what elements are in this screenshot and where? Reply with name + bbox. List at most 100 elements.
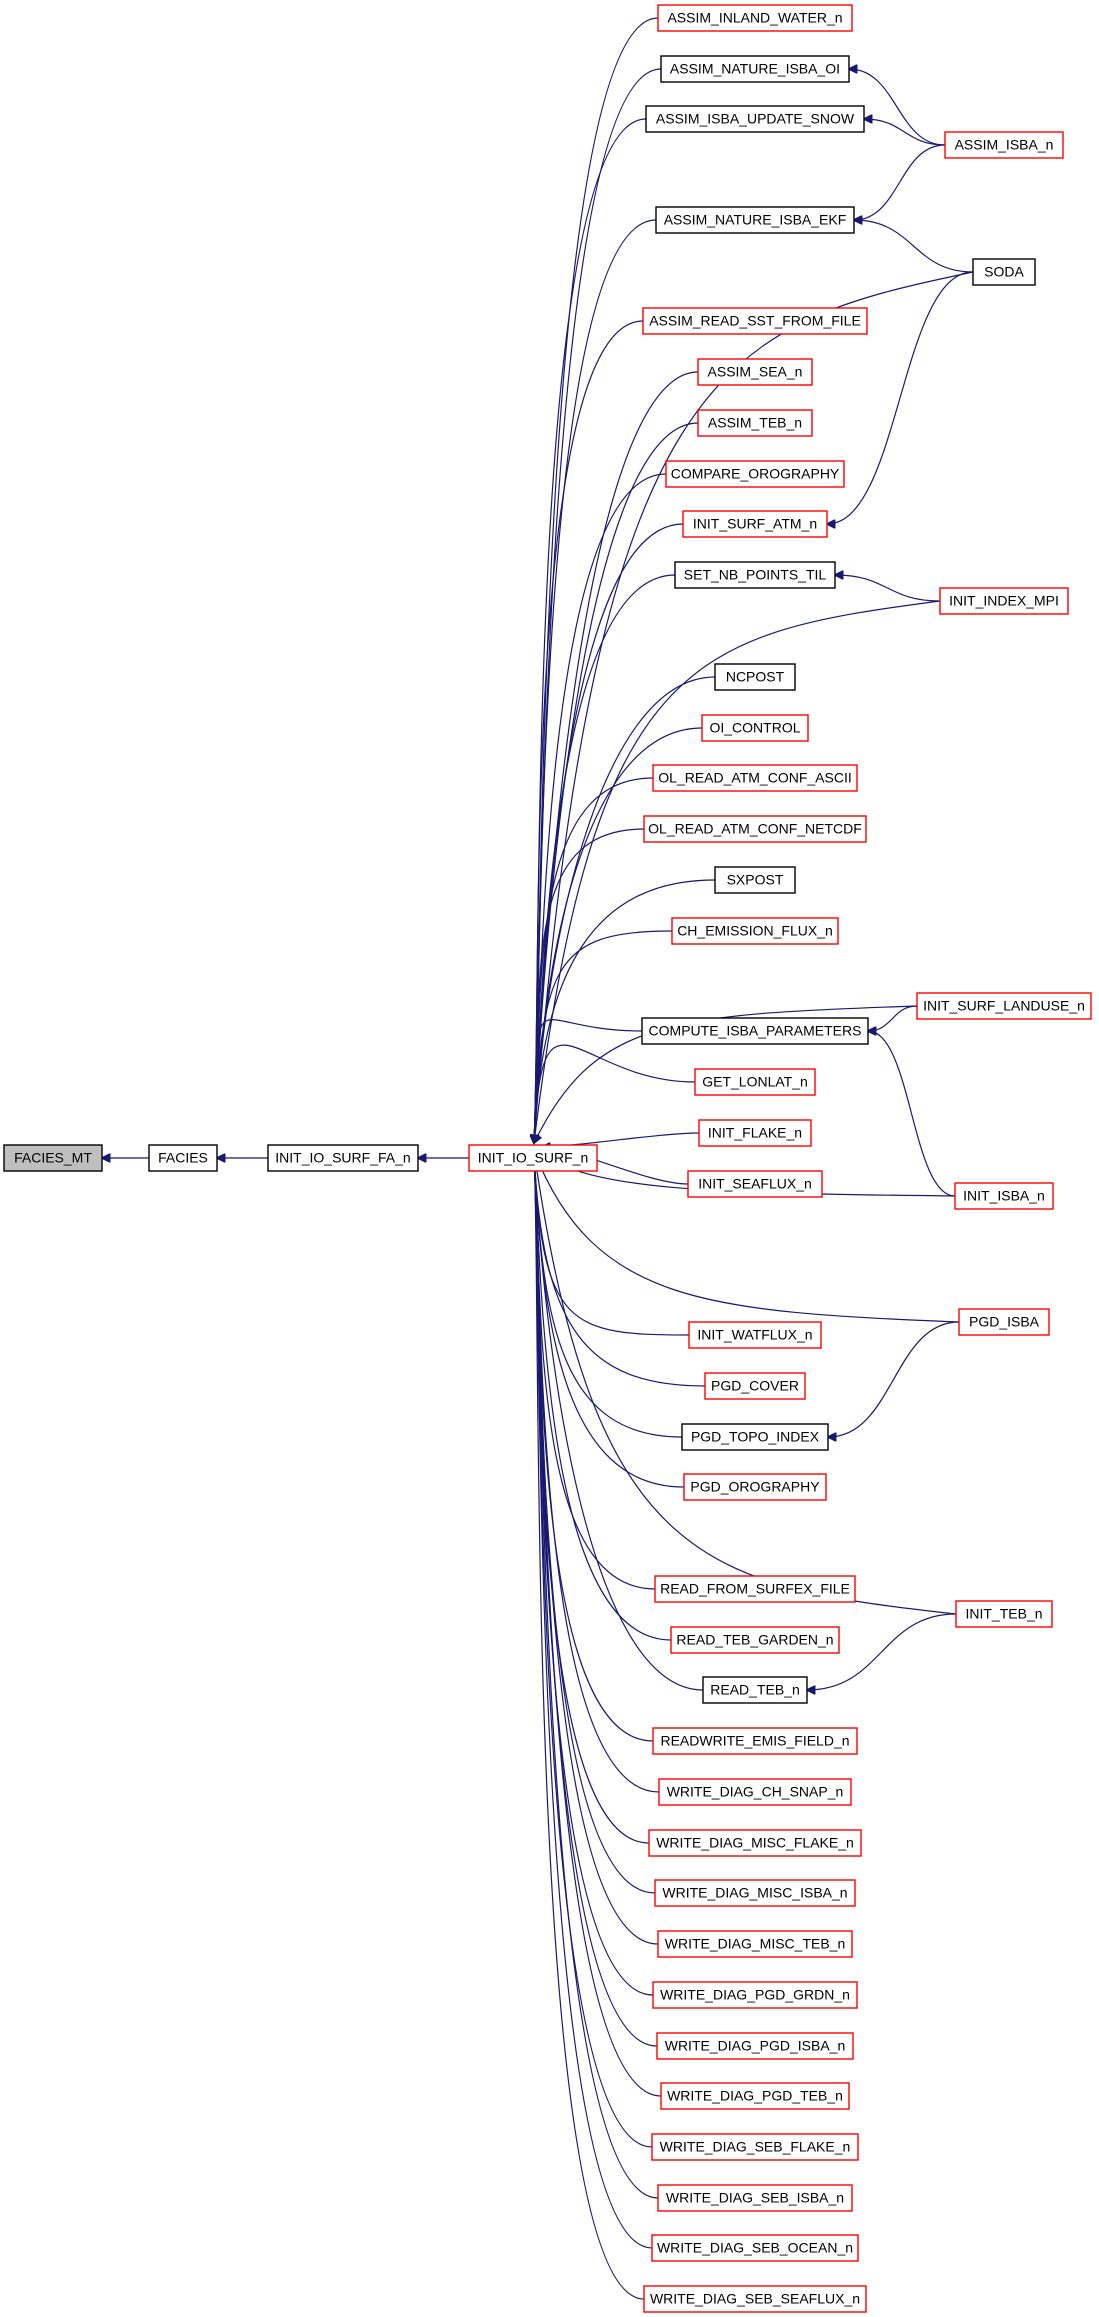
node-label: READ_TEB_n bbox=[710, 1682, 799, 1698]
node-write-diag-pgd-grdn-n[interactable]: WRITE_DIAG_PGD_GRDN_n bbox=[652, 1981, 858, 2009]
node-box bbox=[3, 1144, 103, 1172]
node-label: ASSIM_INLAND_WATER_n bbox=[667, 10, 842, 26]
node-facies-mt[interactable]: FACIES_MT bbox=[3, 1144, 103, 1172]
node-assim-nature-isba-ekf[interactable]: ASSIM_NATURE_ISBA_EKF bbox=[655, 206, 855, 234]
node-pgd-cover[interactable]: PGD_COVER bbox=[704, 1372, 806, 1400]
node-ol-read-atm-conf-ascii[interactable]: OL_READ_ATM_CONF_ASCII bbox=[652, 764, 858, 792]
node-label: ASSIM_SEA_n bbox=[708, 364, 803, 380]
node-pgd-isba[interactable]: PGD_ISBA bbox=[958, 1308, 1050, 1336]
edge-oi_control-to-init-io-surf-n bbox=[534, 727, 703, 1143]
node-write-diag-seb-seaflux-n[interactable]: WRITE_DIAG_SEB_SEAFLUX_n bbox=[643, 2285, 867, 2313]
node-label: ASSIM_TEB_n bbox=[708, 415, 802, 431]
node-ncpost[interactable]: NCPOST bbox=[714, 663, 796, 691]
node-box bbox=[660, 2082, 850, 2110]
node-box bbox=[701, 714, 809, 742]
node-box bbox=[954, 1182, 1054, 1210]
edge-init_isba_n-to-compute_isba_parameters bbox=[868, 1031, 956, 1197]
node-box bbox=[681, 1423, 829, 1451]
edge-init_watflux_n-to-init-io-surf-n bbox=[534, 1151, 690, 1336]
node-write-diag-misc-flake-n[interactable]: WRITE_DIAG_MISC_FLAKE_n bbox=[648, 1829, 862, 1857]
node-box bbox=[654, 1879, 856, 1907]
node-read-teb-n[interactable]: READ_TEB_n bbox=[702, 1676, 808, 1704]
node-write-diag-seb-isba-n[interactable]: WRITE_DIAG_SEB_ISBA_n bbox=[657, 2184, 853, 2212]
node-assim-isba-n[interactable]: ASSIM_ISBA_n bbox=[944, 131, 1064, 159]
node-box bbox=[468, 1144, 598, 1172]
node-write-diag-seb-flake-n[interactable]: WRITE_DIAG_SEB_FLAKE_n bbox=[651, 2133, 859, 2161]
node-box bbox=[682, 510, 828, 538]
node-assim-inland-water-n[interactable]: ASSIM_INLAND_WATER_n bbox=[657, 4, 853, 32]
node-write-diag-ch-snap-n[interactable]: WRITE_DIAG_CH_SNAP_n bbox=[658, 1778, 852, 1806]
node-init-io-surf-n[interactable]: INIT_IO_SURF_n bbox=[468, 1144, 598, 1172]
node-label: WRITE_DIAG_CH_SNAP_n bbox=[667, 1784, 844, 1800]
edge-assim_nature_isba_oi-to-init-io-surf-n bbox=[534, 68, 662, 1143]
node-pgd-topo-index[interactable]: PGD_TOPO_INDEX bbox=[681, 1423, 829, 1451]
node-read-from-surfex-file[interactable]: READ_FROM_SURFEX_FILE bbox=[654, 1575, 856, 1603]
node-box bbox=[688, 1321, 822, 1349]
edge-ch_emission_flux_n-to-init-io-surf-n bbox=[534, 930, 673, 1143]
node-read-teb-garden-n[interactable]: READ_TEB_GARDEN_n bbox=[670, 1626, 840, 1654]
node-box bbox=[652, 764, 858, 792]
node-soda[interactable]: SODA bbox=[972, 258, 1036, 286]
node-box bbox=[687, 1170, 823, 1198]
node-box bbox=[714, 663, 796, 691]
node-set-nb-points-til[interactable]: SET_NB_POINTS_TIL bbox=[674, 561, 836, 589]
node-assim-isba-update-snow[interactable]: ASSIM_ISBA_UPDATE_SNOW bbox=[645, 105, 865, 133]
node-write-diag-pgd-isba-n[interactable]: WRITE_DIAG_PGD_ISBA_n bbox=[656, 2032, 854, 2060]
node-box bbox=[939, 587, 1069, 615]
node-box bbox=[267, 1144, 419, 1172]
node-box bbox=[670, 1626, 840, 1654]
node-init-io-surf-fa-n[interactable]: INIT_IO_SURF_FA_n bbox=[267, 1144, 419, 1172]
node-init-index-mpi[interactable]: INIT_INDEX_MPI bbox=[939, 587, 1069, 615]
node-facies[interactable]: FACIES bbox=[148, 1144, 218, 1172]
node-write-diag-misc-isba-n[interactable]: WRITE_DIAG_MISC_ISBA_n bbox=[654, 1879, 856, 1907]
node-box bbox=[643, 815, 867, 843]
node-init-teb-n[interactable]: INIT_TEB_n bbox=[955, 1600, 1053, 1628]
node-write-diag-pgd-teb-n[interactable]: WRITE_DIAG_PGD_TEB_n bbox=[660, 2082, 850, 2110]
node-box bbox=[665, 460, 845, 488]
node-label: OL_READ_ATM_CONF_NETCDF bbox=[648, 821, 862, 837]
node-init-watflux-n[interactable]: INIT_WATFLUX_n bbox=[688, 1321, 822, 1349]
node-init-surf-landuse-n[interactable]: INIT_SURF_LANDUSE_n bbox=[916, 992, 1092, 1020]
node-box bbox=[652, 1727, 858, 1755]
node-init-flake-n[interactable]: INIT_FLAKE_n bbox=[698, 1119, 812, 1147]
edge-read_teb_garden_n-to-init-io-surf-n bbox=[534, 1151, 672, 1641]
node-init-seaflux-n[interactable]: INIT_SEAFLUX_n bbox=[687, 1170, 823, 1198]
node-box bbox=[645, 105, 865, 133]
node-label: WRITE_DIAG_SEB_OCEAN_n bbox=[657, 2240, 853, 2256]
node-init-surf-atm-n[interactable]: INIT_SURF_ATM_n bbox=[682, 510, 828, 538]
edge-compute_isba_parameters-to-init-io-surf-n bbox=[534, 1019, 643, 1143]
node-init-isba-n[interactable]: INIT_ISBA_n bbox=[954, 1182, 1054, 1210]
node-ol-read-atm-conf-netcdf[interactable]: OL_READ_ATM_CONF_NETCDF bbox=[643, 815, 867, 843]
node-label: WRITE_DIAG_PGD_GRDN_n bbox=[660, 1987, 850, 2003]
edge-get_lonlat_n-to-init-io-surf-n bbox=[534, 1044, 696, 1143]
node-label: INIT_WATFLUX_n bbox=[697, 1327, 812, 1343]
node-write-diag-misc-teb-n[interactable]: WRITE_DIAG_MISC_TEB_n bbox=[657, 1930, 853, 1958]
node-box bbox=[694, 1068, 816, 1096]
node-ch-emission-flux-n[interactable]: CH_EMISSION_FLUX_n bbox=[671, 917, 839, 945]
node-assim-read-sst-from-file[interactable]: ASSIM_READ_SST_FROM_FILE bbox=[642, 307, 868, 335]
node-compare-orography[interactable]: COMPARE_OROGRAPHY bbox=[665, 460, 845, 488]
node-label: WRITE_DIAG_SEB_SEAFLUX_n bbox=[650, 2291, 860, 2307]
node-box bbox=[651, 2234, 859, 2262]
node-assim-teb-n[interactable]: ASSIM_TEB_n bbox=[697, 409, 813, 437]
node-write-diag-seb-ocean-n[interactable]: WRITE_DIAG_SEB_OCEAN_n bbox=[651, 2234, 859, 2262]
edge-ncpost-to-init-io-surf-n bbox=[534, 676, 716, 1143]
node-label: INIT_IO_SURF_n bbox=[478, 1150, 588, 1166]
node-label: WRITE_DIAG_PGD_ISBA_n bbox=[665, 2038, 846, 2054]
node-pgd-orography[interactable]: PGD_OROGRAPHY bbox=[683, 1473, 827, 1501]
node-compute-isba-parameters[interactable]: COMPUTE_ISBA_PARAMETERS bbox=[641, 1017, 869, 1045]
node-get-lonlat-n[interactable]: GET_LONLAT_n bbox=[694, 1068, 816, 1096]
node-assim-nature-isba-oi[interactable]: ASSIM_NATURE_ISBA_OI bbox=[660, 55, 850, 83]
node-oi-control[interactable]: OI_CONTROL bbox=[701, 714, 809, 742]
node-assim-sea-n[interactable]: ASSIM_SEA_n bbox=[697, 358, 813, 386]
node-readwrite-emis-field-n[interactable]: READWRITE_EMIS_FIELD_n bbox=[652, 1727, 858, 1755]
node-box bbox=[148, 1144, 218, 1172]
node-sxpost[interactable]: SXPOST bbox=[714, 866, 796, 894]
node-label: ASSIM_NATURE_ISBA_EKF bbox=[664, 212, 847, 228]
node-box bbox=[642, 307, 868, 335]
edge-soda-to-assim_nature_isba_ekf bbox=[854, 220, 974, 273]
node-label: INIT_SURF_LANDUSE_n bbox=[923, 998, 1085, 1014]
node-box bbox=[660, 55, 850, 83]
node-label: READWRITE_EMIS_FIELD_n bbox=[660, 1733, 849, 1749]
node-label: PGD_ISBA bbox=[969, 1314, 1040, 1330]
